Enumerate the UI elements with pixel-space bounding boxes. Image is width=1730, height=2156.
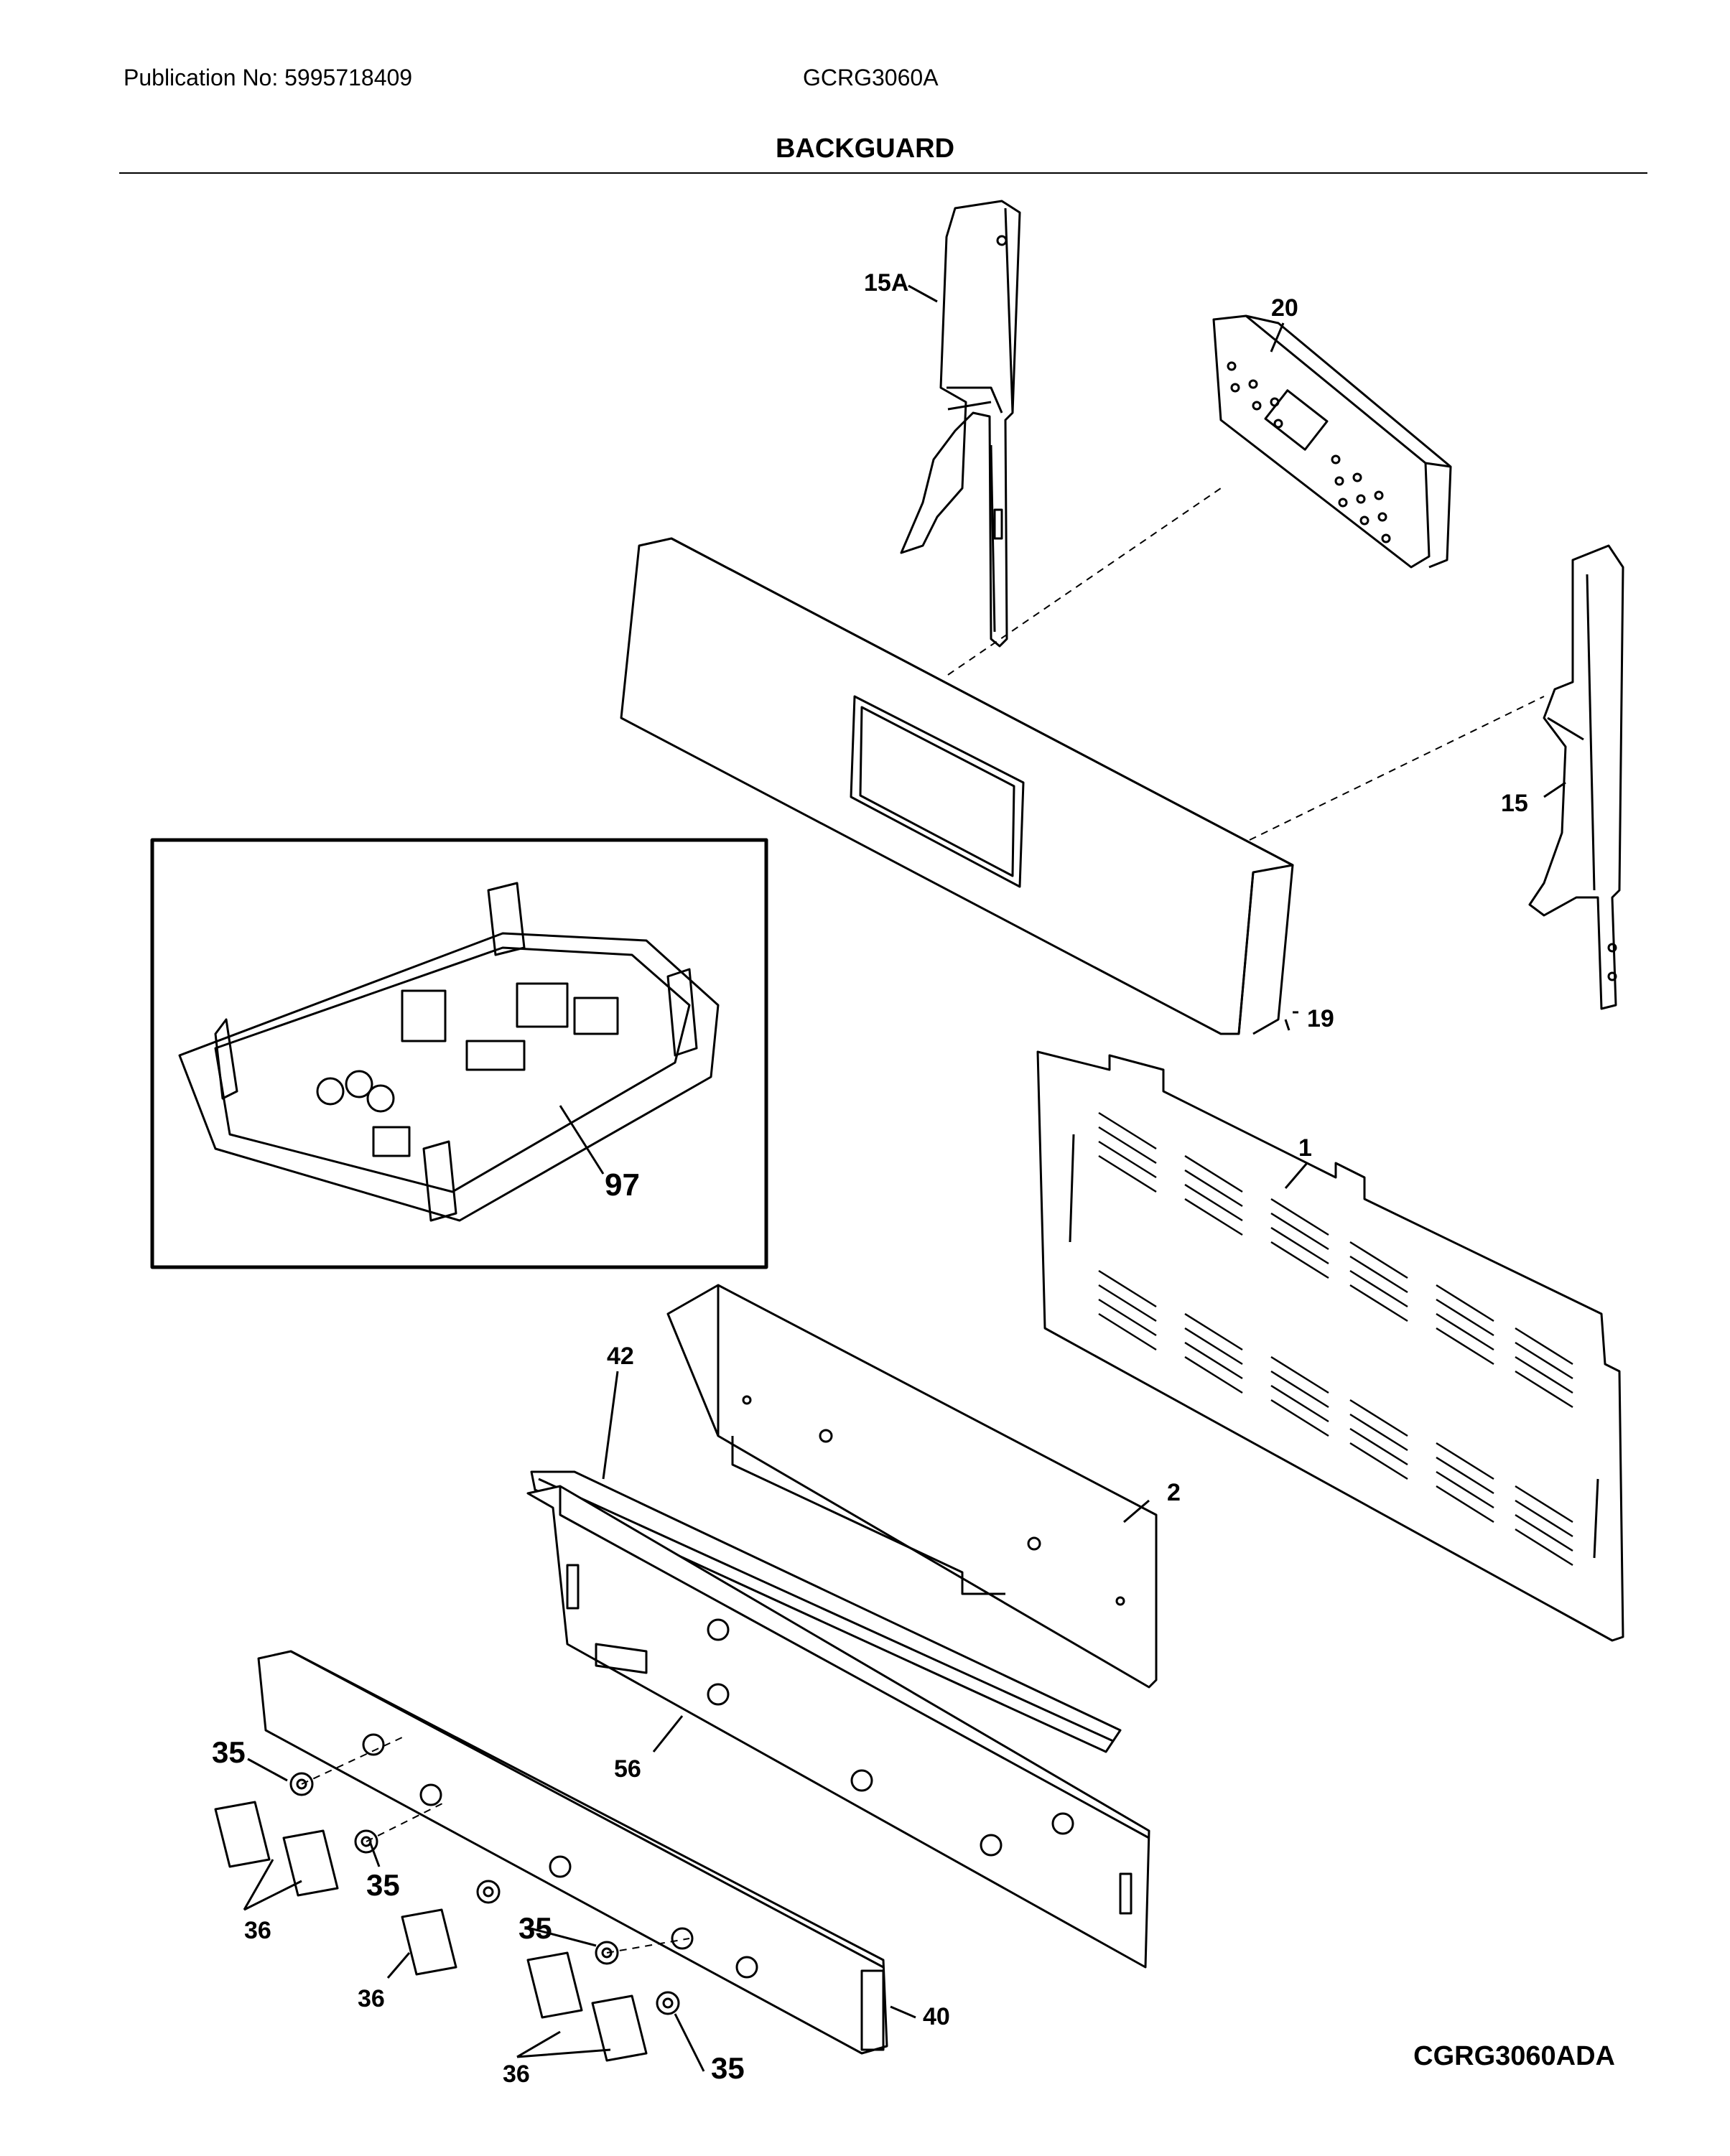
assembly-lines bbox=[301, 487, 1545, 1954]
callout-36-b: 36 bbox=[358, 1985, 385, 2012]
callout-15a: 15A bbox=[864, 269, 908, 297]
callout-20: 20 bbox=[1271, 294, 1298, 322]
callout-15: 15 bbox=[1501, 790, 1528, 817]
callout-35-d: 35 bbox=[711, 2051, 745, 2085]
callout-36-a: 36 bbox=[244, 1917, 271, 1944]
part-1-rear-panel bbox=[1036, 1050, 1624, 1642]
part-56-burner-box bbox=[526, 1485, 1150, 1969]
part-35-rings bbox=[289, 1772, 680, 2015]
drawing-code: CGRG3060ADA bbox=[1413, 2041, 1615, 2071]
part-40-control-panel bbox=[257, 1650, 888, 2055]
callout-36-c: 36 bbox=[503, 2061, 530, 2088]
publication-number: Publication No: 5995718409 bbox=[124, 65, 413, 90]
callout-2: 2 bbox=[1167, 1479, 1181, 1506]
model-number: GCRG3060A bbox=[803, 65, 939, 90]
leader-lines bbox=[243, 284, 1566, 2072]
callout-42: 42 bbox=[607, 1343, 634, 1370]
callout-35-a: 35 bbox=[212, 1735, 246, 1769]
callout-1: 1 bbox=[1298, 1134, 1312, 1162]
callout-56: 56 bbox=[614, 1755, 641, 1783]
callout-40: 40 bbox=[923, 2003, 950, 2030]
part-15a-left-bracket bbox=[900, 200, 1021, 648]
part-19-backguard-panel bbox=[620, 537, 1294, 1035]
part-20-control-board bbox=[1212, 314, 1452, 569]
callout-97: 97 bbox=[605, 1167, 640, 1203]
callout-35-c: 35 bbox=[518, 1911, 552, 1945]
part-2-manifold-panel bbox=[666, 1284, 1158, 1689]
callout-labels: 15A 20 15 19 1 97 42 2 56 35 35 35 35 36… bbox=[212, 269, 1528, 2088]
section-title: BACKGUARD bbox=[775, 134, 955, 164]
header-rule bbox=[119, 172, 1647, 174]
callout-35-b: 35 bbox=[366, 1868, 400, 1902]
part-97-inset bbox=[150, 838, 768, 1269]
callout-19: 19 bbox=[1307, 1005, 1334, 1032]
part-15-right-bracket bbox=[1528, 544, 1624, 1010]
part-42-trim bbox=[530, 1470, 1122, 1753]
part-36-knobs bbox=[214, 1801, 648, 2062]
